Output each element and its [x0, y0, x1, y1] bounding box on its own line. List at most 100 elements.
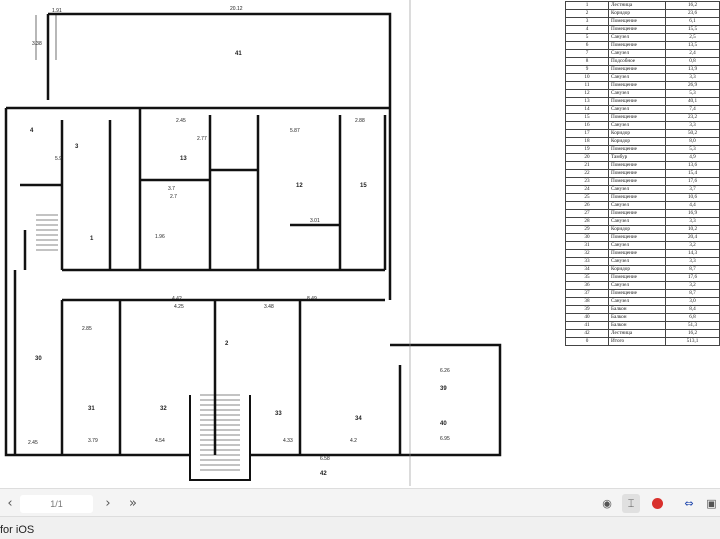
next-page-button[interactable]: › — [105, 496, 111, 511]
room-type-cell: Помещение — [608, 249, 666, 258]
room-type-cell: Санузел — [608, 73, 666, 82]
room-number-cell: 20 — [565, 153, 609, 162]
dim-label: 1.91 — [52, 8, 62, 14]
page-view-icon[interactable]: ▣ — [706, 497, 717, 510]
room-area-cell: 15,5 — [665, 25, 720, 34]
room-type-cell: Санузел — [608, 241, 666, 250]
room-type-cell: Санузел — [608, 185, 666, 194]
prev-page-button[interactable]: ‹ — [7, 496, 13, 511]
room-type-cell: Санузел — [608, 105, 666, 114]
dim-label: 3.7 — [168, 186, 175, 192]
dim-label: 4.33 — [283, 438, 293, 444]
room-number: 2 — [225, 341, 229, 347]
room-number-cell: 29 — [565, 225, 609, 234]
room-area-cell: 51,3 — [665, 321, 720, 330]
dim-label: 4.25 — [174, 304, 184, 310]
room-number: 3 — [75, 144, 79, 150]
room-number: 40 — [440, 421, 447, 427]
room-type-cell: Коридор — [608, 225, 666, 234]
room-area-cell: 3,3 — [665, 257, 720, 266]
footer: for iOS — [0, 517, 720, 539]
room-area-cell: 3,2 — [665, 281, 720, 290]
room-number-cell: 26 — [565, 201, 609, 210]
room-number: 4 — [30, 128, 34, 134]
room-area-cell: 3,3 — [665, 217, 720, 226]
room-number-cell: 11 — [565, 81, 609, 90]
room-type-cell: Помещение — [608, 97, 666, 106]
room-number-cell: 33 — [565, 257, 609, 266]
room-type-cell: Помещение — [608, 81, 666, 90]
room-number: 30 — [35, 356, 42, 362]
room-area-cell: 3,3 — [665, 73, 720, 82]
room-area-cell: 14,3 — [665, 249, 720, 258]
dim-label: 20.12 — [230, 6, 243, 12]
room-number: 42 — [320, 471, 327, 477]
dim-label: 2.7 — [170, 194, 177, 200]
room-number-cell: 19 — [565, 145, 609, 154]
room-type-cell: Помещение — [608, 17, 666, 26]
room-number-cell: 4 — [565, 25, 609, 34]
room-number: 12 — [296, 183, 303, 189]
room-number-cell: 22 — [565, 169, 609, 178]
room-type-cell: Помещение — [608, 25, 666, 34]
room-number-cell: 8 — [565, 57, 609, 66]
room-area-cell: 8,7 — [665, 289, 720, 298]
room-area-cell: 23,6 — [665, 9, 720, 18]
room-number-cell: 5 — [565, 33, 609, 42]
room-area-cell: 2,4 — [665, 49, 720, 58]
walls — [4, 12, 502, 481]
room-area-cell: 3,3 — [665, 121, 720, 130]
room-area-cell: 20,4 — [665, 233, 720, 242]
room-type-cell: Помещение — [608, 193, 666, 202]
room-area-cell: 17,6 — [665, 177, 720, 186]
room-area-cell: 4,4 — [665, 201, 720, 210]
room-number-cell: 9 — [565, 65, 609, 74]
room-number-cell: 14 — [565, 105, 609, 114]
fit-width-icon[interactable]: ⇔ — [684, 497, 694, 510]
dim-label: 4.2 — [350, 438, 357, 444]
dim-label: 3.01 — [310, 218, 320, 224]
room-number: 1 — [90, 236, 94, 242]
page-indicator-input[interactable]: 1/1 — [20, 495, 93, 513]
dim-label: 6.58 — [320, 456, 330, 462]
room-number-cell: 42 — [565, 329, 609, 338]
room-number: 34 — [355, 416, 362, 422]
record-icon[interactable] — [648, 494, 666, 513]
room-number-cell: 3 — [565, 17, 609, 26]
room-type-cell: Балкон — [608, 321, 666, 330]
room-area-cell: 8,7 — [665, 265, 720, 274]
room-area-cell: 15,4 — [665, 169, 720, 178]
last-page-button[interactable]: » — [129, 496, 137, 511]
room-area-cell: 40,1 — [665, 97, 720, 106]
room-area-cell: 3,2 — [665, 241, 720, 250]
room-type-cell: Помещение — [608, 65, 666, 74]
room-number-cell: 27 — [565, 209, 609, 218]
room-number-cell: 39 — [565, 305, 609, 314]
room-area-cell: 50,2 — [665, 129, 720, 138]
dim-label: 2.88 — [355, 118, 365, 124]
room-area-cell: 5,3 — [665, 89, 720, 98]
eye-icon[interactable]: ◉ — [602, 497, 612, 510]
room-area-cell: 4,9 — [665, 153, 720, 162]
dim-label: 2.85 — [82, 326, 92, 332]
room-type-cell: Санузел — [608, 33, 666, 42]
room-type-cell: Коридор — [608, 129, 666, 138]
room-area-cell: 13,9 — [665, 65, 720, 74]
room-area-cell: 3,7 — [665, 185, 720, 194]
fit-height-icon[interactable]: ⌶ — [622, 494, 640, 513]
